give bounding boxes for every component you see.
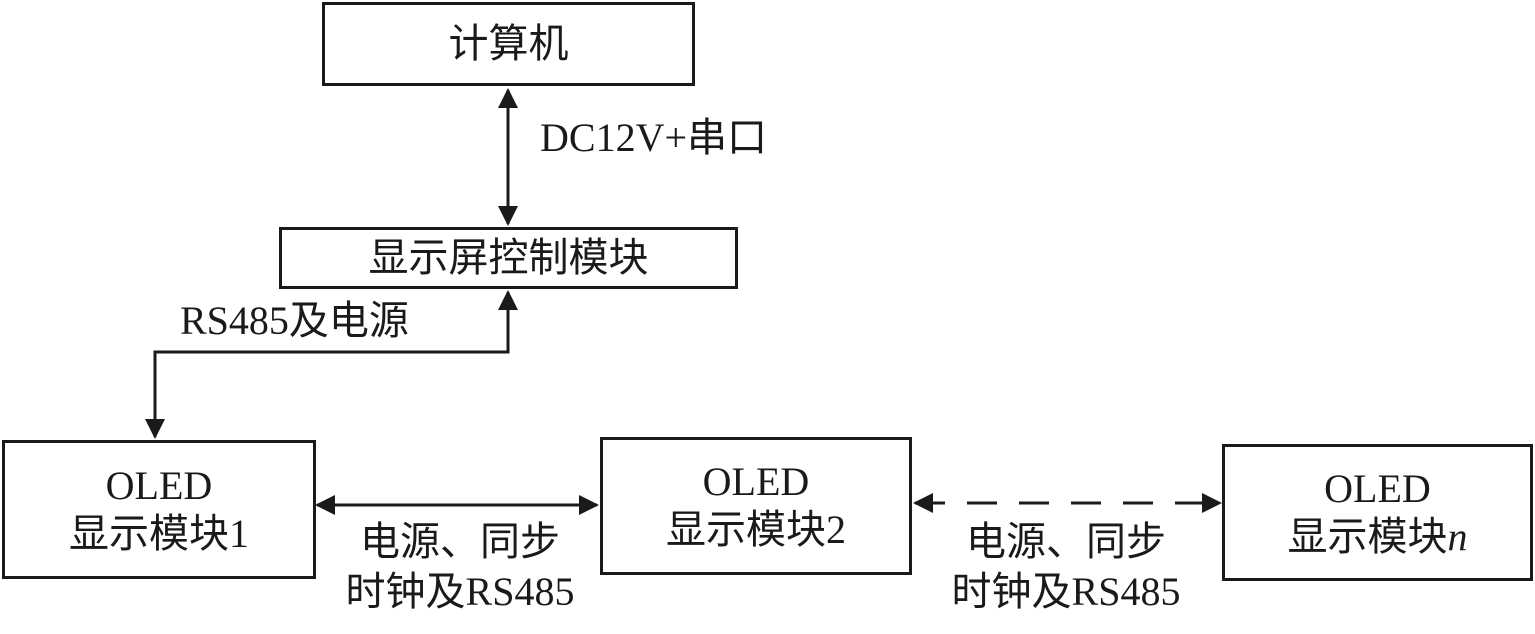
display-controller-label: 显示屏控制模块 [368, 235, 649, 280]
edge-label-oled1-oled2-line1: 电源、同步 [360, 519, 560, 564]
edge-label-oled1-oled2-line2: 时钟及RS485 [345, 569, 575, 614]
edge-label-oled2-oledn-line1: 电源、同步 [966, 519, 1166, 564]
oled-module-2-line2: 显示模块2 [666, 507, 846, 552]
oled-module-2-box: OLED 显示模块2 [600, 437, 912, 575]
oled-module-n-line2: 显示模块n [1288, 513, 1468, 561]
oled-module-2-line1: OLED [702, 459, 810, 504]
edge-label-oled2-oledn: 电源、同步 时钟及RS485 [916, 517, 1216, 617]
edge-label-dc12v-serial: DC12V+串口 [540, 115, 768, 160]
computer-box: 计算机 [322, 2, 695, 86]
oled-module-n-prefix: 显示模块 [1287, 513, 1448, 559]
edge-label-oled2-oledn-line2: 时钟及RS485 [951, 569, 1181, 614]
edge-label-oled1-oled2: 电源、同步 时钟及RS485 [310, 517, 610, 617]
edge-label-rs485-power: RS485及电源 [180, 298, 409, 343]
arrow-controller-oled1 [145, 290, 518, 439]
computer-label: 计算机 [448, 21, 569, 66]
oled-module-n-line1: OLED [1324, 465, 1431, 511]
display-controller-box: 显示屏控制模块 [279, 227, 738, 289]
oled-module-1-line1: OLED [105, 462, 213, 508]
oled-module-1-line2: 显示模块1 [69, 510, 249, 556]
oled-module-n-box: OLED 显示模块n [1222, 444, 1533, 581]
oled-module-1-box: OLED 显示模块1 [2, 440, 316, 579]
oled-module-n-index: n [1447, 513, 1468, 559]
